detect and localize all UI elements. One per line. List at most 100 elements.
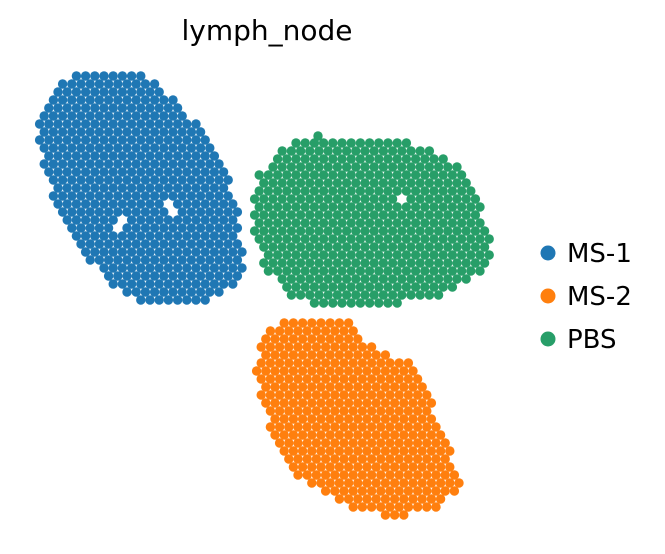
spot-point: [259, 258, 269, 268]
spot-point: [108, 215, 118, 225]
spot-point: [435, 478, 446, 488]
spot-point: [214, 287, 224, 297]
spot-point: [177, 143, 187, 153]
spot-point: [297, 334, 308, 344]
spot-point: [191, 263, 201, 273]
spot-point: [334, 494, 345, 504]
spot-point: [307, 350, 317, 360]
spot-point: [410, 250, 421, 260]
spot-point: [334, 382, 345, 392]
spot-point: [237, 263, 247, 273]
spot-point: [300, 138, 310, 148]
spot-point: [103, 111, 114, 121]
spot-point: [383, 138, 393, 148]
spot-point: [433, 274, 444, 284]
spot-point: [302, 454, 312, 464]
spot-point: [80, 247, 91, 257]
spot-point: [154, 87, 164, 97]
spot-point: [172, 215, 183, 225]
spot-point: [277, 242, 287, 252]
spot-point: [228, 247, 238, 257]
spot-point: [53, 167, 63, 177]
spot-point: [62, 199, 72, 209]
spot-point: [309, 234, 320, 244]
spot-point: [145, 199, 155, 209]
spot-point: [284, 358, 294, 368]
spot-point: [318, 282, 329, 292]
spot-point: [172, 263, 183, 273]
spot-point: [103, 79, 114, 89]
spot-point: [159, 207, 169, 217]
spot-point: [291, 250, 301, 260]
spot-point: [284, 438, 294, 448]
spot-point: [268, 162, 278, 172]
spot-point: [205, 143, 215, 153]
spot-point: [254, 170, 264, 180]
spot-point: [117, 71, 128, 81]
spot-point: [131, 111, 141, 121]
spot-point: [355, 282, 366, 292]
spot-point: [57, 95, 68, 105]
spot-point: [205, 191, 215, 201]
spot-point: [362, 382, 372, 392]
spot-point: [307, 318, 317, 328]
spot-point: [307, 414, 317, 424]
spot-point: [328, 138, 338, 148]
spot-point: [378, 162, 389, 172]
spot-point: [113, 159, 123, 169]
spot-point: [214, 207, 224, 217]
spot-point: [412, 470, 423, 480]
spot-point: [159, 175, 169, 185]
spot-point: [318, 154, 329, 164]
spot-point: [270, 334, 280, 344]
spot-point: [412, 406, 423, 416]
spot-point: [71, 167, 82, 177]
spot-point: [311, 454, 322, 464]
spot-point: [223, 239, 233, 249]
spot-point: [272, 202, 283, 212]
spot-point: [443, 258, 453, 268]
spot-point: [295, 146, 306, 156]
spot-point: [48, 127, 59, 137]
spot-point: [284, 374, 294, 384]
spot-point: [149, 255, 160, 265]
spot-point: [376, 390, 386, 400]
spot-point: [341, 274, 352, 284]
spot-point: [380, 350, 391, 360]
spot-point: [103, 127, 114, 137]
spot-point: [131, 255, 141, 265]
spot-point: [85, 255, 95, 265]
spot-point: [435, 446, 446, 456]
series-ms-2: [251, 318, 464, 520]
spot-point: [328, 202, 338, 212]
spot-point: [300, 234, 310, 244]
spot-point: [228, 231, 238, 241]
spot-point: [415, 274, 425, 284]
spot-point: [461, 226, 471, 236]
spot-point: [163, 295, 174, 305]
spot-point: [305, 226, 315, 236]
spot-point: [346, 202, 356, 212]
spot-point: [323, 226, 333, 236]
spot-point: [401, 234, 412, 244]
spot-point: [415, 242, 425, 252]
spot-point: [117, 263, 128, 273]
spot-point: [385, 438, 395, 448]
spot-point: [76, 175, 86, 185]
spot-point: [126, 103, 137, 113]
spot-point: [353, 350, 363, 360]
spot-point: [330, 390, 340, 400]
spot-point: [279, 366, 289, 376]
spot-point: [389, 366, 400, 376]
spot-point: [272, 250, 283, 260]
spot-point: [145, 119, 155, 129]
spot-point: [136, 135, 146, 145]
spot-point: [360, 178, 370, 188]
spot-point: [186, 127, 197, 137]
spot-point: [103, 239, 114, 249]
spot-point: [309, 186, 320, 196]
spot-point: [149, 79, 160, 89]
spot-point: [103, 95, 114, 105]
spot-point: [348, 358, 358, 368]
spot-point: [346, 138, 356, 148]
